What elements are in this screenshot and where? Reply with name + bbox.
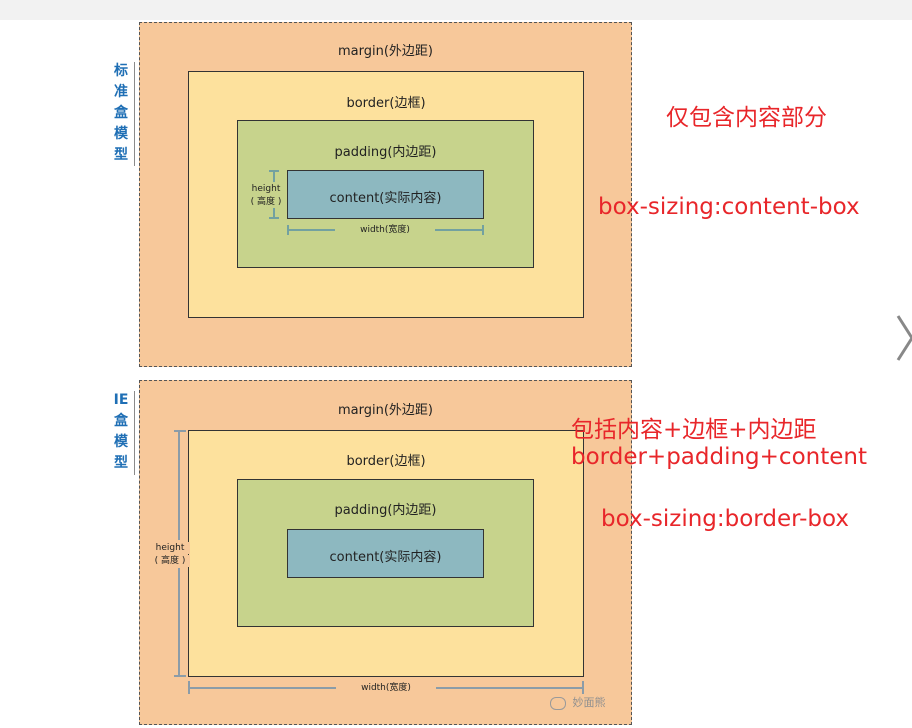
side-label-char: 盒 xyxy=(114,413,128,429)
side-label-char: 模 xyxy=(114,434,128,450)
chevron-right-icon xyxy=(896,315,912,361)
side-label-bracket xyxy=(134,62,135,166)
side-label-char: IE xyxy=(113,392,129,408)
side-label-bracket xyxy=(134,391,135,475)
ie-width-label: width(宽度) xyxy=(336,682,436,694)
side-label-char: 型 xyxy=(114,147,128,163)
standard-height-label: height xyxy=(251,184,281,194)
side-label-char: 模 xyxy=(114,126,128,142)
watermark: 妙面熊 xyxy=(550,694,606,710)
ie-content-box xyxy=(287,529,484,578)
next-arrow-button[interactable] xyxy=(888,312,912,368)
watermark-text: 妙面熊 xyxy=(572,696,606,709)
ie-formula-note: border+padding+content xyxy=(571,444,867,470)
ie-padding-label: padding(内边距) xyxy=(334,503,437,518)
ie-model-side-label: IE 盒 模 型 xyxy=(112,390,130,474)
standard-css-note: box-sizing:content-box xyxy=(598,194,860,220)
side-label-char: 标 xyxy=(114,63,128,79)
side-label-char: 型 xyxy=(114,455,128,471)
standard-margin-label: margin(外边距) xyxy=(338,44,433,59)
standard-padding-label: padding(内边距) xyxy=(334,145,437,160)
ie-height-label: height xyxy=(150,542,190,554)
top-bar xyxy=(0,0,912,20)
ie-content-label: content(实际内容) xyxy=(329,550,442,565)
standard-content-label: content(实际内容) xyxy=(329,191,442,206)
side-label-char: 准 xyxy=(114,84,128,100)
ie-height-sub-label: ( 高度 ) xyxy=(150,555,190,567)
ie-note: 包括内容+边框+内边距 xyxy=(571,417,817,443)
standard-width-label: width(宽度) xyxy=(335,224,435,236)
ie-css-note: box-sizing:border-box xyxy=(601,506,849,532)
standard-border-label: border(边框) xyxy=(346,96,426,111)
standard-note: 仅包含内容部分 xyxy=(666,105,827,131)
standard-model-side-label: 标 准 盒 模 型 xyxy=(112,61,130,166)
side-label-char: 盒 xyxy=(114,105,128,121)
standard-content-box xyxy=(287,170,484,219)
ie-margin-label: margin(外边距) xyxy=(338,403,433,418)
standard-height-sub-label: ( 高度 ) xyxy=(250,197,282,207)
ie-border-label: border(边框) xyxy=(346,454,426,469)
wechat-icon xyxy=(550,696,566,710)
